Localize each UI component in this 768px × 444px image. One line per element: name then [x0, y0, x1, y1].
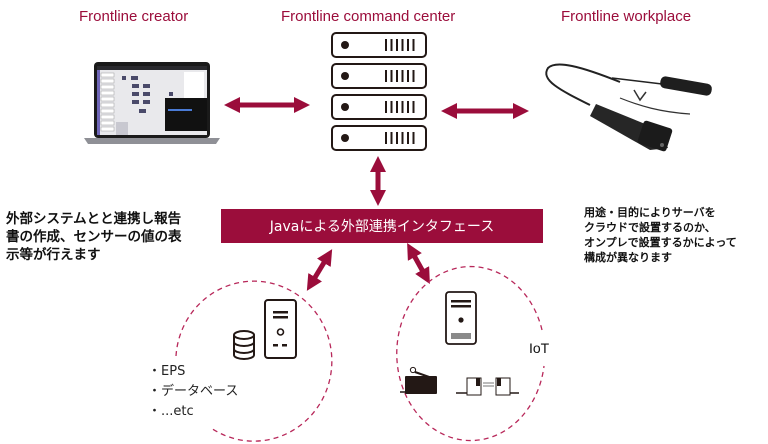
right-note: 用途・目的によりサーバを クラウドで設置するのか、 オンプレで設置するかによって…: [584, 205, 737, 265]
list-item: ...etc: [148, 402, 238, 422]
server-rack-icon: [331, 32, 427, 151]
list-item: EPS: [148, 362, 238, 382]
tower-server-icon: [264, 299, 297, 359]
server-rack-vents: [385, 39, 415, 144]
list-item: データベース: [148, 382, 238, 402]
left-note: 外部システムとと連携し報告 書の作成、センサーの値の表 示等が行えます: [6, 210, 182, 264]
proximity-sensor-icon: [456, 377, 519, 396]
right-note-line: 構成が異なります: [584, 251, 672, 264]
limit-switch-icon: [400, 366, 437, 394]
right-note-line: オンプレで設置するかによって: [584, 236, 737, 249]
laptop-image: [84, 62, 220, 144]
server-rack-details: [341, 41, 349, 142]
external-systems-list: EPS データベース ...etc: [148, 362, 238, 422]
right-note-line: クラウドで設置するのか、: [584, 221, 716, 234]
external-systems-circle: [175, 280, 333, 442]
left-note-line: 示等が行えます: [6, 247, 101, 263]
workplace-title: Frontline workplace: [561, 8, 692, 25]
left-note-line: 書の作成、センサーの値の表: [6, 229, 182, 245]
command-center-title: Frontline command center: [281, 8, 456, 25]
right-note-line: 用途・目的によりサーバを: [584, 206, 716, 219]
iot-label: IoT: [529, 340, 550, 356]
smart-glasses-image: [545, 63, 712, 152]
iot-server-icon: [445, 291, 477, 345]
left-note-line: 外部システムとと連携し報告: [6, 211, 182, 227]
creator-title: Frontline creator: [79, 8, 189, 25]
arrow-banner-iot: [407, 243, 430, 284]
iot-circle: [396, 265, 545, 442]
arrow-banner-external: [306, 249, 333, 291]
database-icon: [233, 330, 255, 360]
java-interface-banner: Javaによる外部連携インタフェース: [221, 209, 543, 243]
